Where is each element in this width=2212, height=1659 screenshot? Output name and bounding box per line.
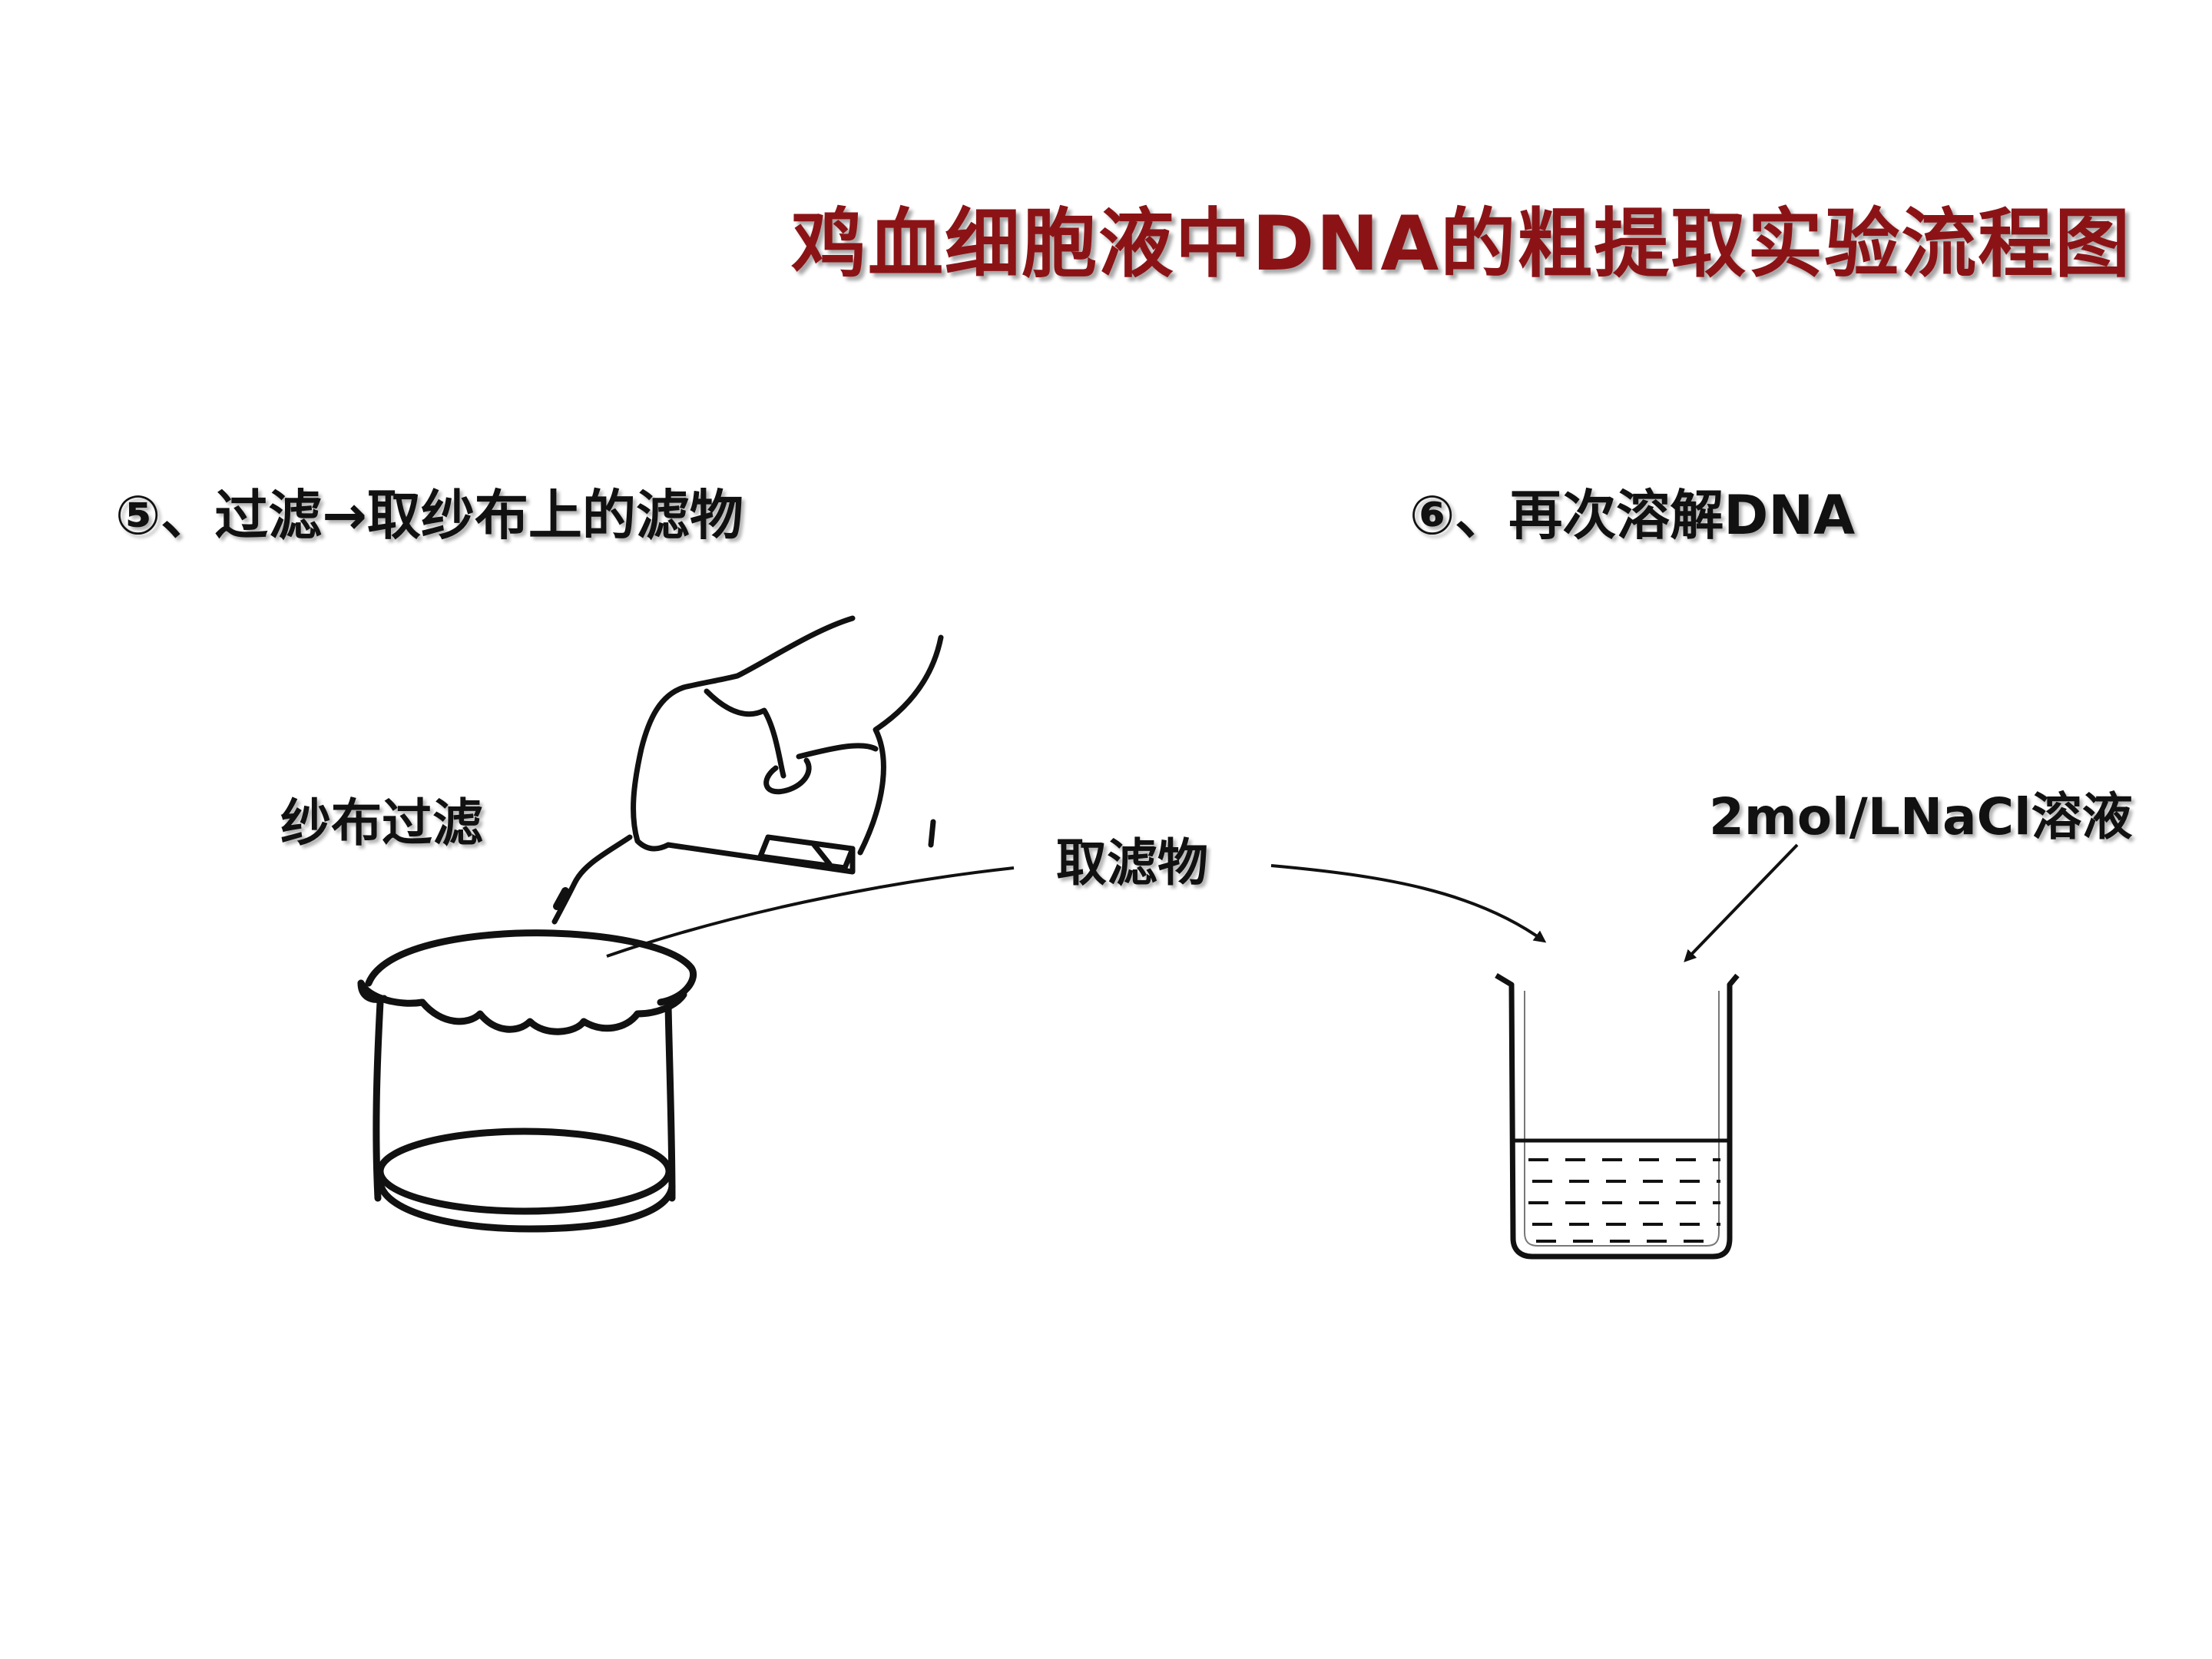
filtrate-label: 取滤物 [1056,833,1208,892]
transfer-arrow [1270,864,1547,943]
nacl-solution-label: 2mol/LNaCl溶液 [1709,787,2133,846]
measuring-beaker-icon [1495,972,1740,1260]
gauze-beaker-icon [357,929,697,1233]
gauze-filter-label: 纱布过滤 [280,793,483,853]
hand-icon [551,615,944,925]
filtrate-pointer-line [606,866,1015,958]
slide-title: 鸡血细胞液中DNA的粗提取实验流程图 [791,200,2132,288]
nacl-pointer-arrow [1684,843,1799,962]
step-6-heading: ⑥、再次溶解DNA [1409,484,1856,547]
step-5-heading: ⑤、过滤→取纱布上的滤物 [115,484,743,547]
